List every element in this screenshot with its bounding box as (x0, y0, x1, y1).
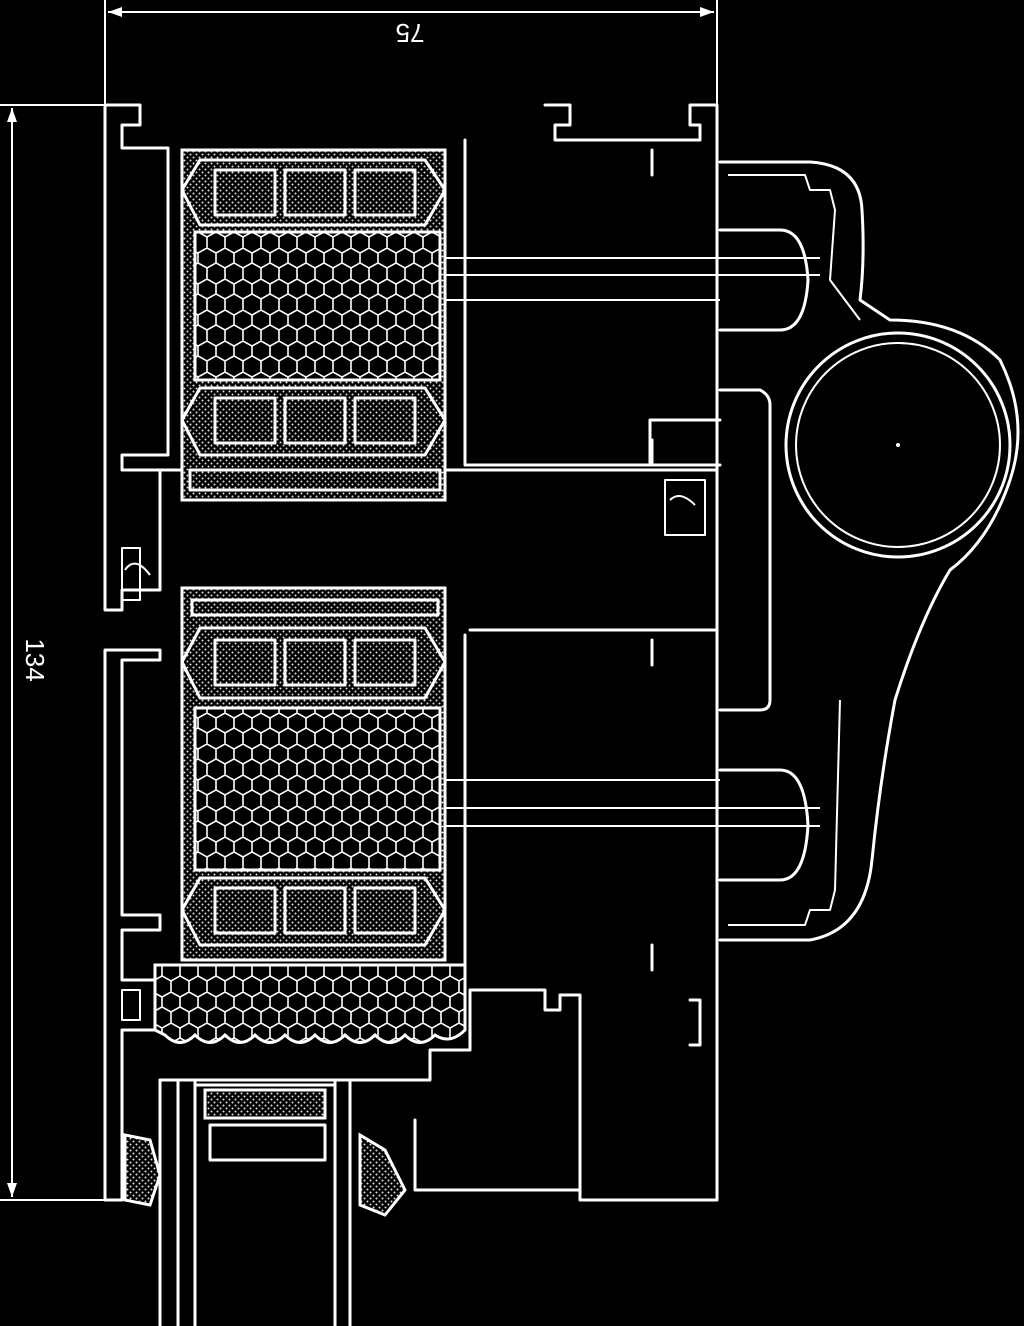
upper-glazing-unit (180, 148, 447, 502)
dimension-width-label: 75 (396, 18, 425, 48)
bottom-insulation (153, 963, 467, 1044)
hinge-bracket (445, 160, 1020, 942)
dimension-height: 134 (0, 104, 105, 1201)
dimension-width: 75 (104, 0, 718, 105)
outer-frame-profile (103, 103, 722, 1202)
sash-bottom (123, 1078, 407, 1326)
lower-glazing-unit (180, 586, 447, 962)
gaskets (121, 479, 706, 1021)
dimension-height-label: 134 (20, 638, 50, 681)
